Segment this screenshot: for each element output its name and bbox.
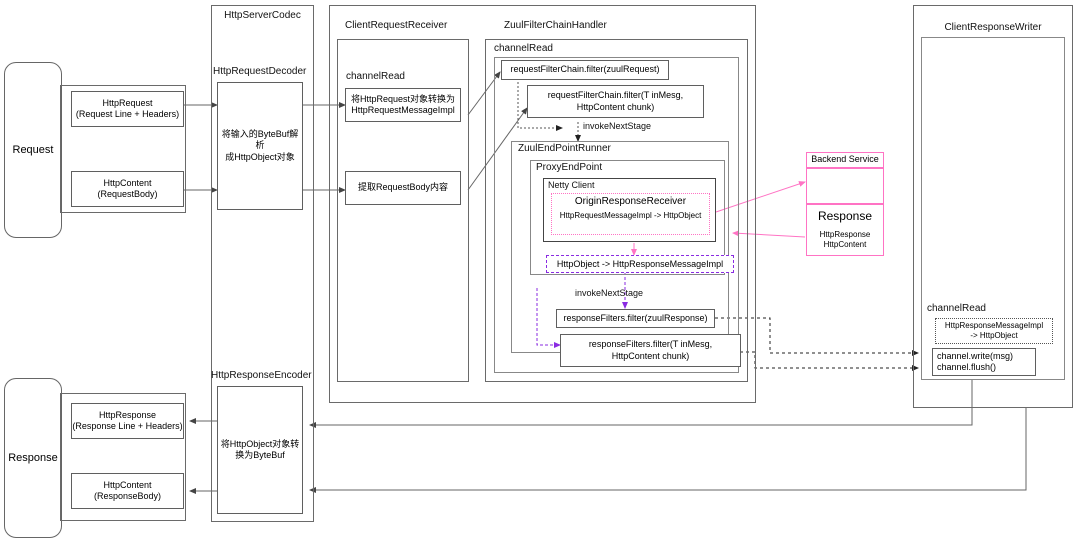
writer-channel-read-label: channelRead: [927, 303, 986, 314]
client-response-writer-outer: [913, 5, 1073, 408]
client-request-receiver-container: [337, 39, 469, 382]
request-rounded-label: Request: [4, 62, 62, 238]
zuul-endpoint-runner-title: ZuulEndPointRunner: [518, 143, 611, 154]
http-server-codec-title: HttpServerCodec: [224, 10, 301, 21]
http-request-box: HttpRequest (Request Line + Headers): [71, 91, 184, 127]
origin-response-receiver-mapping: HttpRequestMessageImpl -> HttpObject: [559, 211, 702, 220]
response-message-to-http-object-box: HttpResponseMessageImpl -> HttpObject: [935, 318, 1053, 344]
zuul-filter-chain-handler-container: [485, 39, 748, 382]
http-response-encoder-title: HttpResponseEncoder: [211, 370, 312, 381]
http-request-decoder-box: 将输入的ByteBuf解析 成HttpObject对象: [217, 82, 303, 210]
zuul-filter-chain-handler-title: ZuulFilterChainHandler: [504, 20, 607, 31]
invoke-next-stage-label-2: invokeNextStage: [575, 288, 644, 298]
proxy-endpoint-title: ProxyEndPoint: [536, 162, 603, 173]
http-content-response-box: HttpContent (ResponseBody): [71, 473, 184, 509]
http-response-box: HttpResponse (Response Line + Headers): [71, 403, 184, 439]
http-request-decoder-title: HttpRequestDecoder: [213, 66, 307, 77]
channel-write-flush-box: channel.write(msg) channel.flush(): [932, 348, 1036, 376]
backend-response-title: Response: [817, 209, 873, 224]
backend-response-body: HttpResponse HttpContent: [819, 229, 871, 250]
http-object-to-response-message-box: HttpObject -> HttpResponseMessageImpl: [546, 255, 734, 273]
backend-service-box: [806, 168, 884, 204]
http-content-request-box: HttpContent (RequestBody): [71, 171, 184, 207]
netty-client-title: Netty Client: [548, 180, 595, 190]
response-filter-chunk-box: responseFilters.filter(T inMesg, HttpCon…: [560, 334, 741, 367]
response-rounded-label: Response: [4, 378, 62, 538]
proxy-endpoint-container: [530, 160, 725, 275]
origin-response-receiver-title: OriginResponseReceiver: [574, 196, 687, 207]
invoke-next-stage-label-1: invokeNextStage: [583, 121, 652, 131]
netty-client-container: [543, 178, 716, 242]
request-filter-chunk-box: requestFilterChain.filter(T inMesg, Http…: [527, 85, 704, 118]
origin-response-receiver-box: OriginResponseReceiver HttpRequestMessag…: [551, 193, 710, 235]
request-filter-zuulrequest-box: requestFilterChain.filter(zuulRequest): [501, 60, 669, 80]
zfch-channel-read-label: channelRead: [494, 43, 553, 54]
request-container: [60, 85, 186, 213]
response-label: Response: [8, 452, 58, 464]
zfch-channel-read-container: [494, 57, 739, 373]
response-container: [60, 393, 186, 521]
receiver-channel-read-label: channelRead: [346, 71, 405, 82]
client-response-writer-title: ClientResponseWriter: [944, 22, 1042, 33]
http-server-codec-container: [211, 5, 314, 522]
backend-service-label: Backend Service: [806, 152, 884, 168]
client-request-receiver-title: ClientRequestReceiver: [345, 20, 448, 31]
extract-request-body-box: 提取RequestBody内容: [345, 171, 461, 205]
backend-response-box: Response HttpResponse HttpContent: [806, 204, 884, 256]
http-response-encoder-box: 将HttpObject对象转 换为ByteBuf: [217, 386, 303, 514]
client-response-writer-inner: [921, 37, 1065, 380]
request-label: Request: [12, 144, 54, 156]
convert-http-request-box: 将HttpRequest对象转换为 HttpRequestMessageImpl: [345, 88, 461, 122]
handler-outer-container: [329, 5, 756, 403]
response-filter-zuulresponse-box: responseFilters.filter(zuulResponse): [556, 309, 715, 328]
